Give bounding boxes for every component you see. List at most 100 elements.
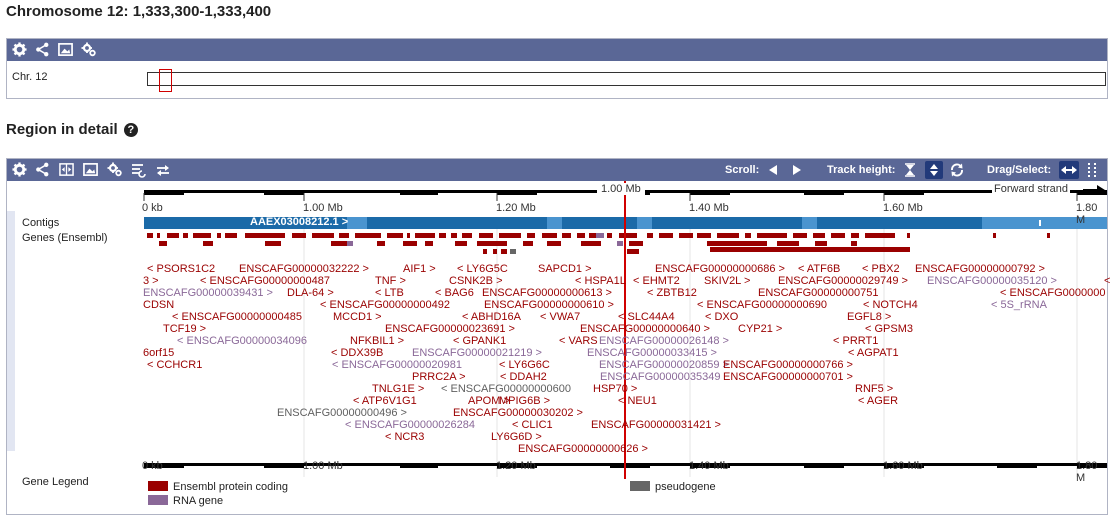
- gene-label[interactable]: ENSCAFG00000035120 >: [927, 275, 1057, 287]
- image-icon[interactable]: [58, 42, 74, 58]
- gene-label[interactable]: < DDAH2: [500, 371, 547, 383]
- gene-label[interactable]: ENSCAFG00000030202 >: [453, 407, 583, 419]
- gene-label[interactable]: ENSCAFG00000026148 >: [599, 335, 729, 347]
- gene-label[interactable]: LY6G6D >: [491, 431, 542, 443]
- gene-label[interactable]: ENSCAFG00000000766 >: [723, 359, 853, 371]
- gene-label[interactable]: ENSCAFG00000000640 >: [580, 323, 710, 335]
- resize-icon[interactable]: [59, 162, 75, 178]
- gene-label[interactable]: ENSCAFG00000000613 >: [482, 287, 612, 299]
- gene-label[interactable]: ENSCAFG00000029749 >: [778, 275, 908, 287]
- gene-label[interactable]: ENSCAFG00000032222 >: [239, 263, 369, 275]
- genome-track-canvas[interactable]: [7, 181, 1107, 514]
- gene-label[interactable]: < DXO: [705, 311, 739, 323]
- gene-label[interactable]: < 5S_rRNA: [991, 299, 1047, 311]
- gene-label[interactable]: CYP21 >: [738, 323, 783, 335]
- gene-label[interactable]: < HSPA1L: [575, 275, 626, 287]
- gene-label[interactable]: ENSCAFG00000033415 >: [587, 347, 717, 359]
- gene-label[interactable]: ENSCAFG00000000626 >: [518, 443, 648, 455]
- gene-label[interactable]: PRRC2A >: [412, 371, 466, 383]
- gene-label[interactable]: < AGER: [858, 395, 899, 407]
- tracks-icon[interactable]: [131, 162, 147, 178]
- gear-icon[interactable]: [12, 162, 28, 178]
- gear-icon[interactable]: [12, 42, 28, 58]
- chromosome-ideogram[interactable]: [147, 72, 1106, 86]
- gene-label[interactable]: < NEU1: [618, 395, 657, 407]
- gene-label[interactable]: < ENSCAFG00000000492: [320, 299, 450, 311]
- scroll-left-icon[interactable]: [769, 165, 777, 175]
- gene-label[interactable]: ENSCAFG00000039431 >: [143, 287, 273, 299]
- gene-label[interactable]: < ENSCAFG00000034096: [177, 335, 307, 347]
- gene-label[interactable]: CSNK2B >: [449, 275, 503, 287]
- gene-label[interactable]: < LTB: [375, 287, 404, 299]
- drag-mode-button[interactable]: [1059, 161, 1079, 179]
- scroll-right-icon[interactable]: [793, 165, 801, 175]
- config-icon[interactable]: [107, 162, 123, 178]
- gene-label[interactable]: NFKBIL1 >: [350, 335, 405, 347]
- gene-label[interactable]: < NCR3: [385, 431, 425, 443]
- gene-label[interactable]: < GPSM3: [865, 323, 913, 335]
- gene-label[interactable]: < GPANK1: [453, 335, 507, 347]
- gene-label[interactable]: < ENSCAFG00000000487: [200, 275, 330, 287]
- gene-label[interactable]: < ENSCAFG00000020981: [332, 359, 462, 371]
- gene-label[interactable]: TCF19 >: [163, 323, 207, 335]
- gene-label[interactable]: < LY6G6C: [499, 359, 550, 371]
- gene-label[interactable]: < PSORS1C2: [147, 263, 216, 275]
- gene-label[interactable]: < NOTCH4: [863, 299, 918, 311]
- gene-label[interactable]: MPIG6B >: [499, 395, 551, 407]
- refresh-icon[interactable]: [949, 162, 965, 178]
- gene-label[interactable]: < AGPAT1: [848, 347, 899, 359]
- gene-label[interactable]: ENSCAFG00000035349: [600, 371, 721, 383]
- gene-label[interactable]: MCCD1 >: [333, 311, 382, 323]
- gene-label[interactable]: < ATF6B: [798, 263, 841, 275]
- gene-label[interactable]: ENSCAFG00000000792 >: [915, 263, 1045, 275]
- gene-label[interactable]: ENSCAFG00000000496 >: [277, 407, 407, 419]
- gene-label[interactable]: TNLG1E >: [372, 383, 425, 395]
- gene-label[interactable]: ENSCAFG00000000751: [758, 287, 879, 299]
- gene-label[interactable]: RNF5 >: [855, 383, 894, 395]
- gene-label[interactable]: APOM >: [468, 395, 510, 407]
- gene-label[interactable]: < ENSCAFG00000000600: [441, 383, 571, 395]
- gene-label[interactable]: ENSCAFG00000000610 >: [484, 299, 614, 311]
- gene-label[interactable]: < ENSCAFG00000026284: [345, 419, 475, 431]
- gene-label[interactable]: < CCHCR1: [147, 359, 203, 371]
- gene-label[interactable]: ENSCAFG00000000701 >: [723, 371, 853, 383]
- gene-label[interactable]: < EHMT2: [633, 275, 680, 287]
- gene-label[interactable]: < SLC44A4: [618, 311, 675, 323]
- config-icon[interactable]: [81, 42, 97, 58]
- gene-label[interactable]: SAPCD1 >: [538, 263, 592, 275]
- share-icon[interactable]: [35, 42, 51, 58]
- gene-label[interactable]: < ATP6V1G1: [353, 395, 417, 407]
- gene-label[interactable]: TNF >: [375, 275, 406, 287]
- gene-label[interactable]: ENSCAFG00000031421 >: [591, 419, 721, 431]
- gene-label[interactable]: HSP70 >: [593, 383, 638, 395]
- gene-label[interactable]: < ENSCAFG00000000690: [697, 299, 827, 311]
- gene-label[interactable]: 3 >: [143, 275, 159, 287]
- contig-label[interactable]: AAEX03008212.1 >: [250, 216, 349, 228]
- gene-label[interactable]: SKIV2L >: [704, 275, 751, 287]
- gene-label[interactable]: ENSCAFG00000021219 >: [412, 347, 542, 359]
- gene-label[interactable]: < ENSCAFG0000000: [1000, 287, 1106, 299]
- gene-label[interactable]: DLA-64 >: [287, 287, 334, 299]
- gene-label[interactable]: < BAG6: [435, 287, 474, 299]
- region-indicator[interactable]: [159, 69, 172, 92]
- gene-label[interactable]: < ABHD16A: [462, 311, 522, 323]
- gene-label[interactable]: < DDX39B: [331, 347, 384, 359]
- gene-label[interactable]: 6orf15: [143, 347, 175, 359]
- share-icon[interactable]: [35, 162, 51, 178]
- gene-label[interactable]: < PRRT1: [833, 335, 879, 347]
- expand-height-button[interactable]: [925, 161, 943, 179]
- gene-label[interactable]: CDSN: [143, 299, 175, 311]
- gene-label[interactable]: ENSCAFG00000020859 >: [599, 359, 729, 371]
- gene-label[interactable]: < PBX2: [862, 263, 900, 275]
- image-icon[interactable]: [83, 162, 99, 178]
- collapse-height-icon[interactable]: [903, 162, 919, 178]
- gene-label[interactable]: <: [1104, 275, 1111, 287]
- gene-label[interactable]: < VWA7: [540, 311, 581, 323]
- gene-label[interactable]: < CLIC1: [512, 419, 553, 431]
- gene-label[interactable]: ENSCAFG00000000686 >: [655, 263, 785, 275]
- gene-label[interactable]: < ENSCAFG00000000485: [172, 311, 302, 323]
- gene-label[interactable]: EGFL8 >: [847, 311, 892, 323]
- swap-icon[interactable]: [155, 162, 171, 178]
- gene-label[interactable]: < VARS: [559, 335, 598, 347]
- gene-label[interactable]: < ZBTB12: [647, 287, 697, 299]
